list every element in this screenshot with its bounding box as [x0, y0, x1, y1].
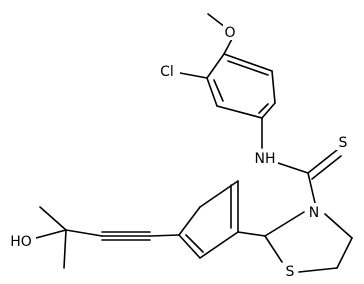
- bond-ring-b5: [199, 231, 239, 259]
- tertiary-alcohol: [35, 206, 67, 269]
- atom-s-ring: S: [283, 262, 297, 280]
- aryl-ring-top: [206, 53, 276, 119]
- atom-ho: HO: [6, 232, 36, 250]
- bond-ring-4: [216, 105, 263, 119]
- bond-c2-n: [264, 211, 305, 237]
- bond-ring-b2: [199, 180, 239, 208]
- bond-s-c2: [264, 235, 283, 263]
- bond-c-n: [307, 172, 316, 204]
- bond-cq-oh: [35, 229, 67, 239]
- bond-c-s-a: [307, 149, 338, 174]
- atom-label-s-thione: S: [339, 135, 348, 151]
- atom-n-ring: N: [306, 203, 322, 221]
- bond-alkyne-cq: [65, 229, 103, 237]
- atom-label-s-ring: S: [286, 264, 295, 280]
- thioamide-group: [261, 117, 342, 204]
- atom-label-cl: Cl: [160, 64, 174, 80]
- atom-label-o-methoxy: O: [224, 25, 235, 41]
- atom-label-n-ring: N: [309, 205, 319, 221]
- atom-s-thione: S: [336, 133, 350, 151]
- bond-ring-3: [261, 102, 276, 119]
- atom-nh: NH: [253, 149, 278, 167]
- bond-cq-methyl-up: [39, 206, 67, 231]
- bond-ring-1: [223, 53, 273, 72]
- bond-ring-b4-inner: [185, 234, 204, 253]
- thiazolidine-ring: [264, 211, 353, 273]
- bond-cq-methyl-down: [63, 229, 67, 269]
- bond-c-cl: [179, 72, 208, 79]
- bond-ring-b4: [178, 234, 201, 259]
- bond-ch2-s: [298, 267, 338, 273]
- bond-ring-2: [271, 70, 276, 104]
- bond-n-ch2: [324, 213, 353, 239]
- alkyne-chain: [65, 229, 180, 241]
- bond-ch2-ch2: [336, 237, 353, 269]
- bond-c-s-b: [311, 155, 342, 180]
- bond-ring-3-inner: [258, 103, 269, 114]
- bond-ring-6: [206, 53, 225, 79]
- atom-cl: Cl: [154, 62, 180, 80]
- bond-nh-c: [274, 161, 309, 174]
- bond-c2-ring: [237, 231, 266, 237]
- atom-label-nh: NH: [255, 151, 276, 167]
- bond-ring-b3: [178, 206, 201, 236]
- aryl-ring-bottom: [178, 180, 266, 259]
- atom-label-ho: HO: [10, 234, 32, 250]
- bond-ring-1-inner: [227, 60, 269, 76]
- bond-methyl-o: [207, 13, 226, 28]
- bond-ring-alkyne: [149, 234, 180, 237]
- bond-ring-5: [206, 77, 218, 107]
- bond-ring-5-inner: [213, 79, 224, 102]
- atom-o-methoxy: O: [223, 23, 237, 41]
